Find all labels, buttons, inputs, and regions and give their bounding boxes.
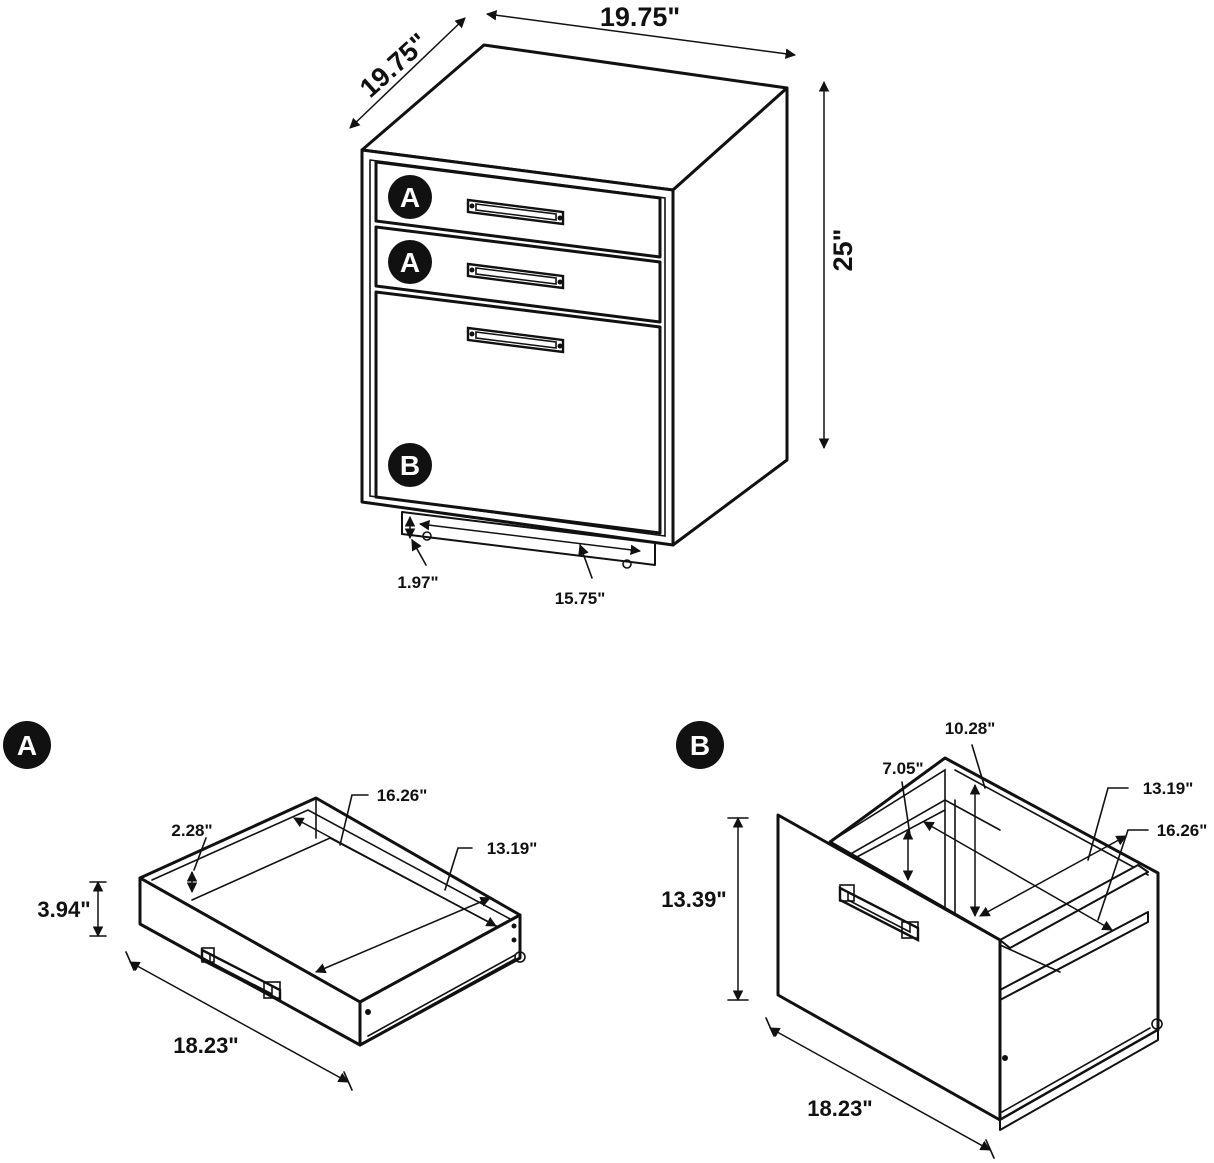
base-width-label: 15.75"	[555, 589, 606, 608]
drawer-middle	[374, 225, 662, 324]
drawer-b-side	[999, 1029, 1159, 1131]
drawer-a-inner-width-label: 16.26"	[377, 786, 428, 805]
drawer-file	[374, 290, 662, 535]
caster-height-label: 1.97"	[397, 573, 438, 592]
cabinet-height-label: 25"	[828, 229, 858, 272]
badge-b-detail: B	[676, 721, 724, 769]
badge-a-middle: A	[388, 240, 432, 284]
drawer-a-inner-height-label: 2.28"	[171, 821, 212, 840]
drawer-b-inner-height-label: 7.05"	[882, 759, 923, 778]
drawer-a-inner-depth-label: 13.19"	[487, 839, 538, 858]
drawer-b-detail: B 13.39" 10.28"	[661, 719, 1208, 1159]
svg-text:A: A	[400, 182, 420, 213]
cabinet-depth-label: 19.75"	[354, 27, 434, 103]
svg-text:A: A	[17, 730, 37, 761]
drawer-b-width-label: 18.23"	[807, 1096, 872, 1121]
svg-text:B: B	[690, 730, 710, 761]
handle-icon	[466, 198, 565, 226]
drawer-a-height-label: 3.94"	[37, 897, 90, 922]
handle-icon	[466, 326, 565, 354]
drawer-b-height-label: 13.39"	[661, 887, 726, 912]
cabinet-width-label: 19.75"	[600, 2, 680, 32]
badge-b-cabinet: B	[388, 443, 432, 487]
drawer-b-inner-width-label: 16.26"	[1157, 821, 1208, 840]
svg-text:A: A	[400, 247, 420, 278]
handle-icon	[466, 262, 565, 290]
svg-text:B: B	[400, 450, 420, 481]
drawer-b-inner-top-label: 10.28"	[945, 719, 996, 738]
badge-a-top: A	[388, 175, 432, 219]
filing-cabinet: A A B 19.75" 19.75" 25" 1.97" 15.75"	[349, 2, 858, 608]
handle-icon	[838, 884, 920, 942]
drawer-a-detail: A 3.94" 2.28" 16.26" 13	[3, 721, 538, 1091]
drawer-a-width-label: 18.23"	[173, 1033, 238, 1058]
badge-a-detail: A	[3, 721, 51, 769]
drawer-b-inner-depth-label: 13.19"	[1143, 779, 1194, 798]
